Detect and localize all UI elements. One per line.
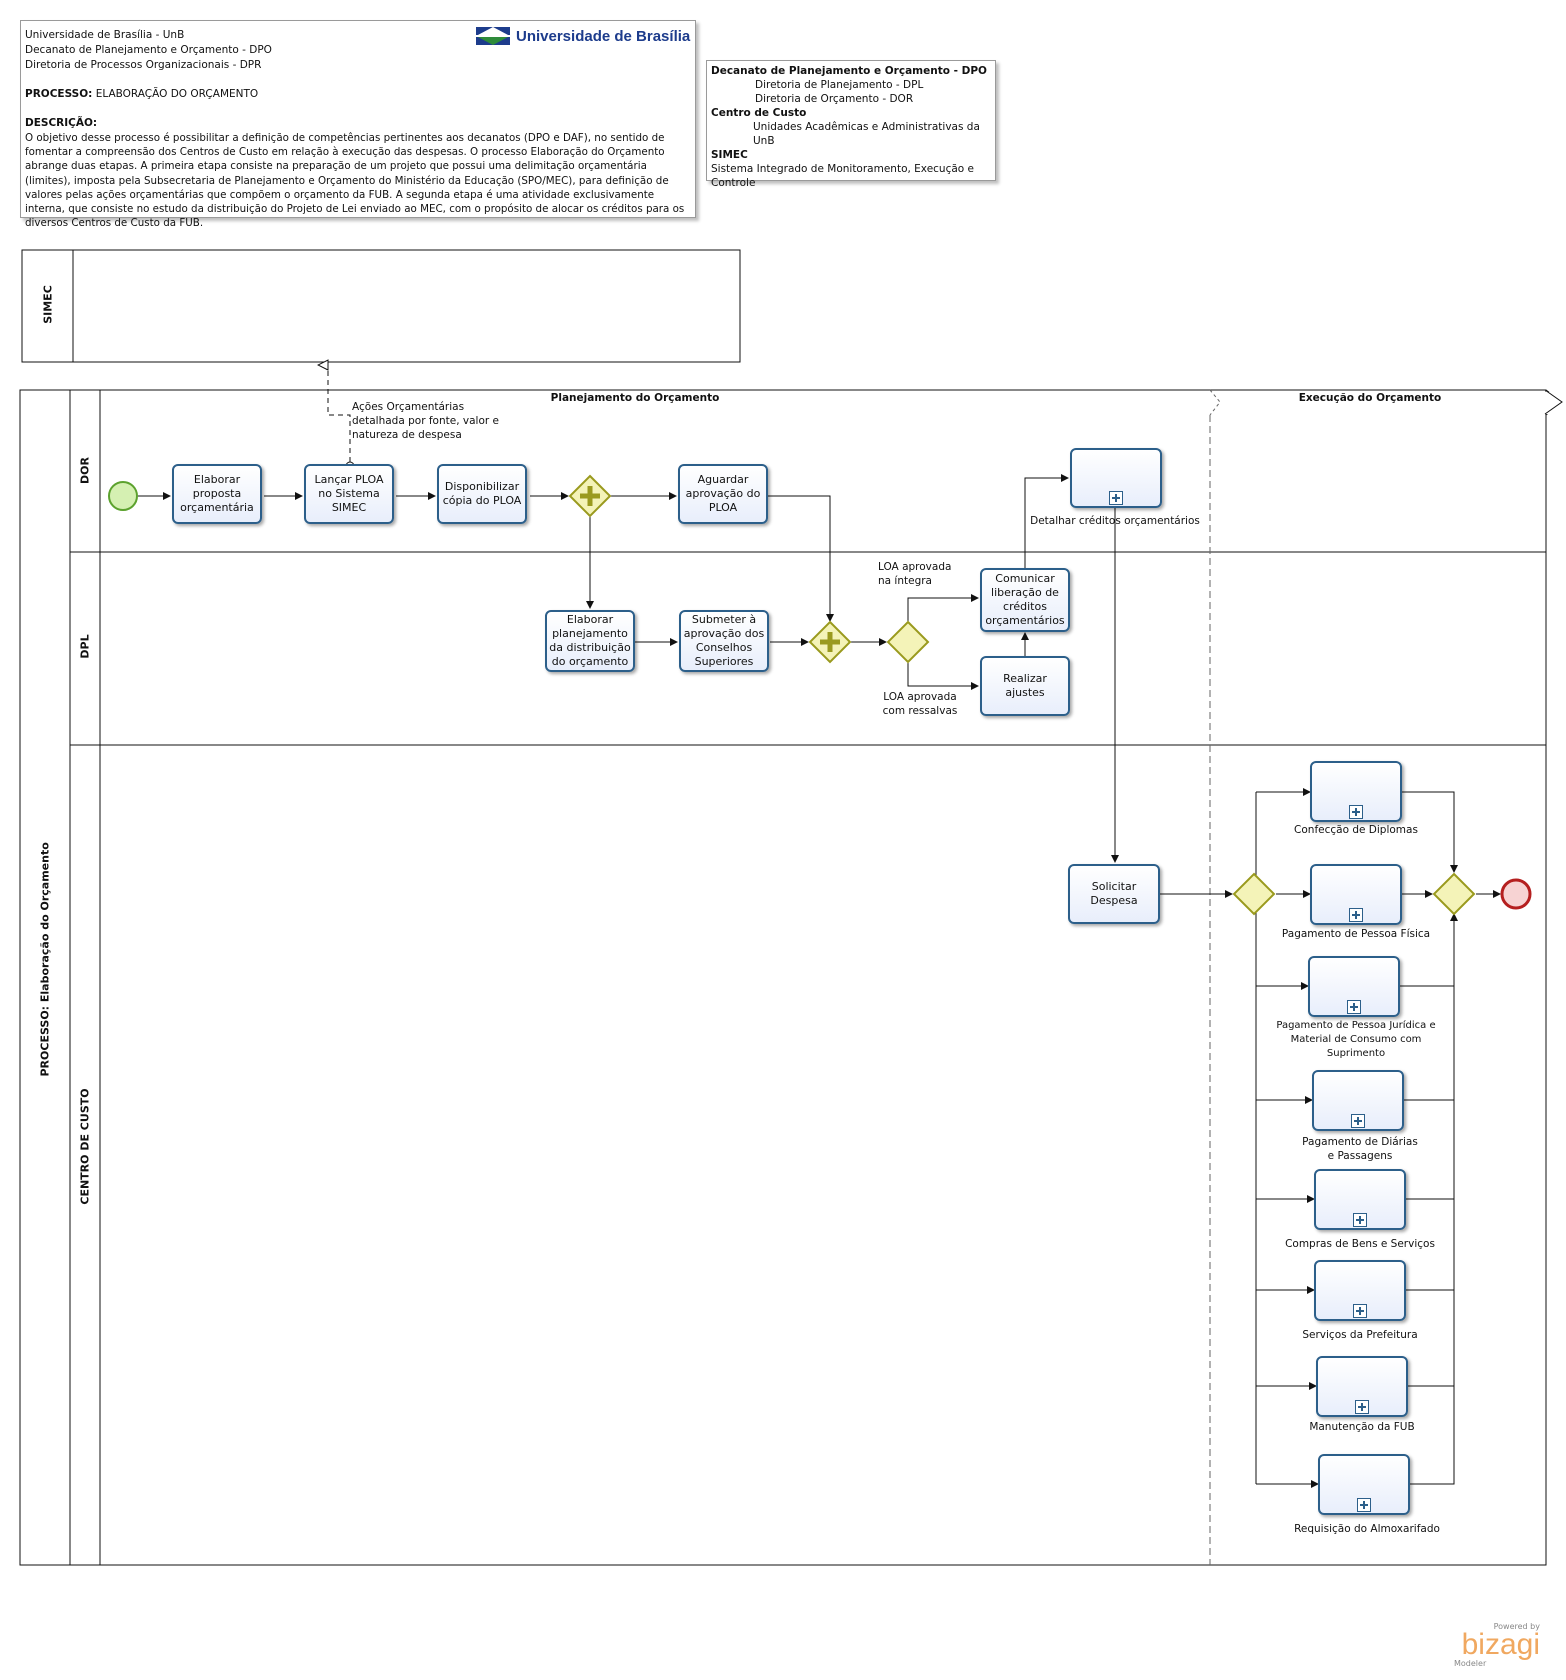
exclusive-gateway-loa[interactable] [886, 620, 930, 664]
legend-dor: Diretoria de Orçamento - DOR [755, 93, 914, 105]
subprocess-pagamento-pessoa-fisica[interactable] [1310, 864, 1402, 925]
watermark-product: Modeler [1454, 1659, 1487, 1668]
header-line-2: Decanato de Planejamento e Orçamento - D… [25, 44, 272, 56]
start-event[interactable] [108, 481, 138, 511]
process-header-note: Universidade de Brasília - UnB Decanato … [20, 20, 696, 229]
main-pool [19, 389, 1547, 1566]
simec-pool [21, 249, 741, 363]
expand-icon [1351, 1114, 1365, 1128]
expand-icon [1349, 908, 1363, 922]
header-line-1: Universidade de Brasília - UnB [25, 29, 185, 41]
unb-logo: Universidade de Brasília [476, 27, 690, 45]
task-disponibilizar-ploa[interactable]: Disponibilizar cópia do PLOA [437, 464, 527, 524]
watermark-brand: bizagi [1461, 1628, 1540, 1661]
end-event[interactable] [1500, 878, 1532, 910]
phase-execucao-label: Execução do Orçamento [1298, 392, 1442, 404]
confeccao-diplomas-label: Confecção de Diplomas [1294, 824, 1418, 836]
subprocess-diarias-passagens[interactable] [1312, 1070, 1404, 1131]
expand-icon [1349, 805, 1363, 819]
parallel-gateway-split[interactable] [568, 474, 612, 518]
exclusive-gateway-split-despesa[interactable] [1232, 872, 1276, 916]
subprocess-requisicao-almoxarifado[interactable] [1318, 1454, 1410, 1515]
loa-integra-label: LOA aprovada na íntegra [878, 561, 952, 587]
watermark-powered: Powered by [1493, 1622, 1540, 1631]
subprocess-detalhar-creditos[interactable] [1070, 448, 1162, 508]
parallel-gateway-join[interactable] [808, 620, 852, 664]
expand-icon [1353, 1213, 1367, 1227]
task-elaborar-planejamento[interactable]: Elaborar planejamento da distribuição do… [545, 610, 635, 672]
expand-icon [1347, 1000, 1361, 1014]
description-text: O objetivo desse processo é possibilitar… [25, 132, 685, 230]
task-comunicar-liberacao[interactable]: Comunicar liberação de créditos orçament… [980, 568, 1070, 632]
pagamento-pessoa-fisica-label: Pagamento de Pessoa Física [1281, 928, 1431, 940]
subprocess-manutencao-fub[interactable] [1316, 1356, 1408, 1417]
lane-dor-label: DOR [78, 457, 92, 484]
expand-icon [1353, 1304, 1367, 1318]
main-pool-label: PROCESSO: Elaboração do Orçamento [38, 842, 52, 1077]
legend-dpo: Decanato de Planejamento e Orçamento - D… [711, 65, 987, 77]
pagamento-pessoa-juridica-label: Pagamento de Pessoa Jurídica e Material … [1276, 1020, 1436, 1059]
subprocess-compras-bens-servicos[interactable] [1314, 1169, 1406, 1230]
loa-ressalvas-label: LOA aprovada com ressalvas [882, 691, 958, 717]
expand-icon [1355, 1400, 1369, 1414]
requisicao-almoxarifado-label: Requisição do Almoxarifado [1294, 1523, 1440, 1535]
unb-logo-text: Universidade de Brasília [516, 27, 691, 45]
subprocess-confeccao-diplomas[interactable] [1310, 761, 1402, 822]
detalhar-creditos-label: Detalhar créditos orçamentários [1030, 515, 1200, 527]
bizagi-watermark: Powered by bizagi Modeler [1450, 1622, 1540, 1668]
message-annotation: Ações Orçamentárias detalhada por fonte,… [352, 401, 499, 441]
phase-planejamento-label: Planejamento do Orçamento [550, 392, 720, 404]
manutencao-fub-label: Manutenção da FUB [1309, 1421, 1415, 1433]
exclusive-gateway-join-despesa[interactable] [1432, 872, 1476, 916]
legend-simec: SIMEC [711, 149, 748, 161]
subprocess-pagamento-pessoa-juridica[interactable] [1308, 956, 1400, 1017]
unb-logo-icon [476, 27, 510, 45]
task-lancar-ploa[interactable]: Lançar PLOA no Sistema SIMEC [304, 464, 394, 524]
subprocess-servicos-prefeitura[interactable] [1314, 1260, 1406, 1321]
header-line-3: Diretoria de Processos Organizacionais -… [25, 59, 262, 71]
compras-bens-servicos-label: Compras de Bens e Serviços [1285, 1238, 1435, 1250]
task-solicitar-despesa[interactable]: Solicitar Despesa [1068, 864, 1160, 924]
lane-dpl-label: DPL [78, 634, 92, 659]
legend-cc: Centro de Custo [711, 107, 807, 119]
task-elaborar-proposta[interactable]: Elaborar proposta orçamentária [172, 464, 262, 524]
servicos-prefeitura-label: Serviços da Prefeitura [1302, 1329, 1418, 1341]
expand-icon [1357, 1498, 1371, 1512]
description-label: DESCRIÇÃO: [25, 117, 98, 129]
legend-note: Decanato de Planejamento e Orçamento - D… [706, 60, 996, 189]
expand-icon [1109, 491, 1123, 505]
task-realizar-ajustes[interactable]: Realizar ajustes [980, 656, 1070, 716]
legend-cc-desc: Unidades Acadêmicas e Administrativas da… [753, 121, 980, 147]
legend-simec-desc: Sistema Integrado de Monitoramento, Exec… [711, 163, 975, 189]
task-submeter-aprovacao[interactable]: Submeter à aprovação dos Conselhos Super… [679, 610, 769, 672]
task-aguardar-aprovacao[interactable]: Aguardar aprovação do PLOA [678, 464, 768, 524]
simec-pool-label: SIMEC [41, 285, 55, 324]
legend-dpl: Diretoria de Planejamento - DPL [755, 79, 924, 91]
lane-centro-custo-label: CENTRO DE CUSTO [78, 1088, 92, 1205]
process-value: ELABORAÇÃO DO ORÇAMENTO [92, 88, 259, 100]
process-label: PROCESSO: [25, 88, 93, 100]
diarias-passagens-label: Pagamento de Diárias e Passagens [1302, 1136, 1418, 1162]
